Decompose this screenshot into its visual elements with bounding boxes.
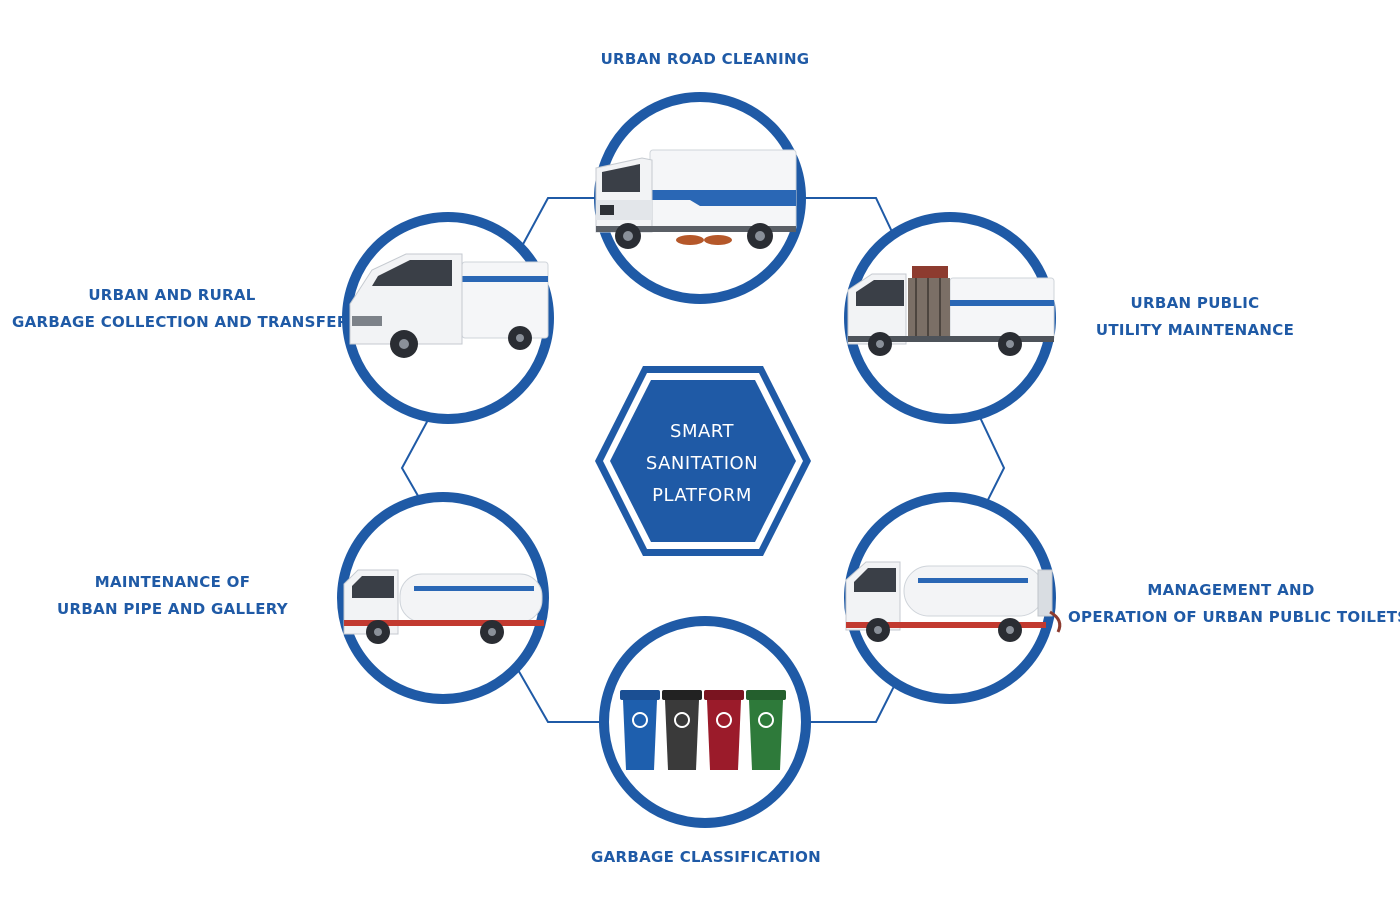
connector-hexagon [400,197,1006,723]
label-line: GARBAGE CLASSIFICATION [591,848,821,866]
bin-red [704,690,744,770]
label-line: GARBAGE COLLECTION AND TRANSFER [12,313,349,331]
node-garbage-classification [599,616,811,828]
node-road-cleaning [594,92,806,304]
label-public-toilets: MANAGEMENT AND OPERATION OF URBAN PUBLIC… [1068,577,1400,631]
label-line: MAINTENANCE OF [94,573,251,591]
label-line: OPERATION OF URBAN PUBLIC TOILETS [1068,608,1400,626]
water-tanker-truck-icon [343,569,544,644]
label-line: UTILITY MAINTENANCE [1095,321,1295,339]
label-line: URBAN ROAD CLEANING [600,50,810,68]
node-pipe-gallery [337,492,549,704]
node-public-utility [844,212,1056,424]
garbage-collection-truck-icon [349,253,549,358]
center-line-3: PLATFORM [652,485,752,506]
center-line-1: SMART [670,421,734,442]
bin-black [662,690,702,770]
label-line: URBAN PIPE AND GALLERY [57,600,288,618]
label-road-cleaning: URBAN ROAD CLEANING [555,46,855,73]
center-hexagon-inner [610,380,796,542]
label-garbage-classification: GARBAGE CLASSIFICATION [556,844,856,871]
sorting-bins-icon [620,690,786,770]
bin-green [746,690,786,770]
center-hub: SMART SANITATION PLATFORM [595,366,811,556]
road-sweeper-truck-icon [595,149,797,249]
bin-blue [620,690,660,770]
label-line: URBAN AND RURAL [88,286,256,304]
label-line: URBAN PUBLIC [1130,294,1260,312]
utility-maintenance-truck-icon [847,266,1055,356]
node-public-toilets [844,492,1062,704]
label-pipe-gallery: MAINTENANCE OF URBAN PIPE AND GALLERY [40,569,305,623]
node-garbage-transfer [342,212,554,424]
label-garbage-transfer: URBAN AND RURAL GARBAGE COLLECTION AND T… [12,282,349,336]
center-line-2: SANITATION [646,453,758,474]
label-public-utility: URBAN PUBLIC UTILITY MAINTENANCE [1065,290,1325,344]
label-line: MANAGEMENT AND [1147,581,1315,599]
vacuum-tanker-truck-icon [845,561,1062,642]
